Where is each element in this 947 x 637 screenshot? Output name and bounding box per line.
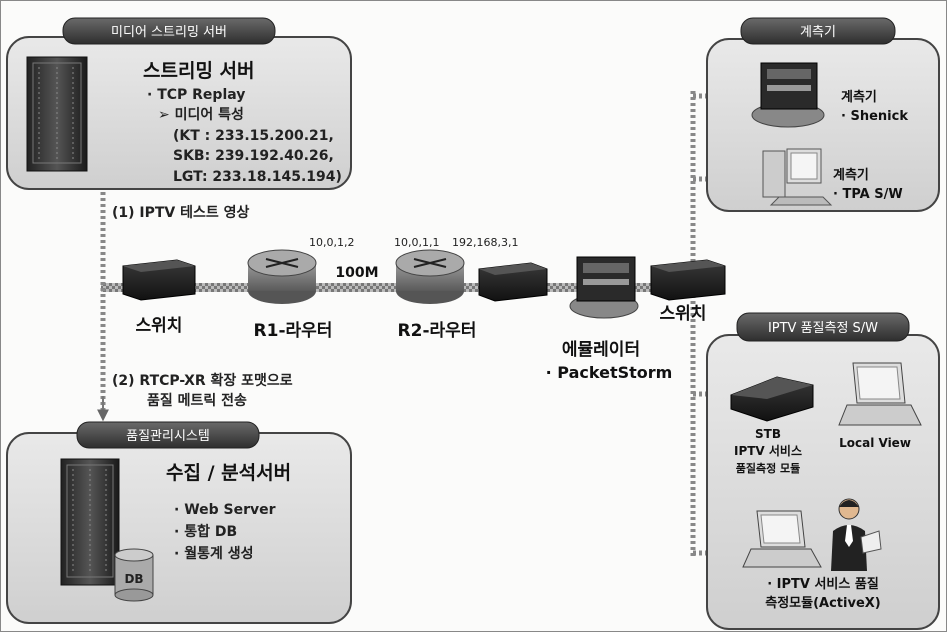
switch-left-icon <box>122 259 196 301</box>
quality-system-line: · 월통계 생성 <box>174 545 253 562</box>
db-label: DB <box>124 572 143 586</box>
switch-right-label: 스위치 <box>660 304 707 324</box>
switch-left-label: 스위치 <box>136 316 183 336</box>
laptop-activex-icon <box>742 510 822 568</box>
meter2-product: · TPA S/W <box>833 187 903 202</box>
middle-device-icon <box>478 262 548 302</box>
meter-tab <box>740 17 896 45</box>
stb-desc: IPTV 서비스 <box>734 443 802 458</box>
iptv-sw-tab-label: IPTV 품질측정 S/W <box>768 321 878 336</box>
quality-system-title: 수집 / 분석서버 <box>166 462 291 484</box>
router-r1-icon <box>247 249 317 304</box>
emulator-icon <box>569 256 639 319</box>
media-server-line: LGT: 233.18.145.194) <box>173 169 342 185</box>
r2-label: R2-라우터 <box>398 321 477 341</box>
database-icon: DB <box>114 548 154 602</box>
emulator-product: · PacketStorm <box>546 363 673 382</box>
media-server-title: 스트리밍 서버 <box>143 60 255 82</box>
media-server-tab-label: 미디어 스트리밍 서버 <box>111 25 227 40</box>
quality-system-panel: 품질관리시스템 DB 수집 / 분석서버 · Web Server · 통합 D… <box>6 421 352 624</box>
emulator-label: 에뮬레이터 <box>562 340 640 360</box>
media-server-tab <box>62 17 276 45</box>
ip-r1: 10,0,1,2 <box>309 236 354 249</box>
quality-system-line: · Web Server <box>174 502 276 518</box>
local-view-label: Local View <box>839 436 911 450</box>
ip-r2-right: 192,168,3,1 <box>452 236 518 249</box>
quality-system-line: · 통합 DB <box>174 523 237 540</box>
quality-system-tab <box>76 421 260 449</box>
meter1-label: 계측기 <box>841 89 877 105</box>
meter-tab-label: 계측기 <box>800 25 836 40</box>
meter2-label: 계측기 <box>833 167 869 183</box>
quality-system-tab-label: 품질관리시스템 <box>126 429 210 444</box>
stb-icon <box>730 376 814 422</box>
media-server-line: · TCP Replay <box>147 87 245 103</box>
laptop-icon <box>838 362 922 426</box>
meter1-product: · Shenick <box>841 109 908 124</box>
flow2-label-line1: (2) RTCP-XR 확장 포맷으로 <box>112 372 293 389</box>
stb-label: STB <box>755 427 781 441</box>
r1-label: R1-라우터 <box>254 321 333 341</box>
flow2-label-line2: 품질 메트릭 전송 <box>147 392 247 409</box>
server-icon <box>26 56 88 172</box>
media-server-line: ➢ 미디어 특성 <box>158 106 244 123</box>
media-server-line: (KT : 233.15.200.21, <box>173 128 334 144</box>
stb-module: 품질측정 모듈 <box>736 461 801 475</box>
ip-r2-left: 10,0,1,1 <box>394 236 439 249</box>
user-icon <box>831 498 882 571</box>
activex-label: · IPTV 서비스 품질 <box>767 577 879 592</box>
media-server-line: SKB: 239.192.40.26, <box>173 148 334 164</box>
switch-right-icon <box>650 259 726 301</box>
shenick-device-icon <box>751 62 825 128</box>
media-server-panel: 미디어 스트리밍 서버 스트리밍 서버 · TCP Replay ➢ 미디어 특… <box>6 17 352 190</box>
router-r2-icon <box>395 249 465 304</box>
meter-panel: 계측기 계측기 · Shenick 계측기 · TPA S/W <box>706 17 940 212</box>
iptv-sw-panel: IPTV 품질측정 S/W STB IPTV 서비스 품질측정 모듈 Local… <box>706 312 940 630</box>
activex-module: 측정모듈(ActiveX) <box>765 595 880 611</box>
analysis-server-icon <box>60 458 120 586</box>
pc-icon <box>762 148 833 206</box>
flow1-label: (1) IPTV 테스트 영상 <box>112 204 250 221</box>
iptv-sw-tab <box>736 312 910 342</box>
link-speed: 100M <box>335 265 378 281</box>
